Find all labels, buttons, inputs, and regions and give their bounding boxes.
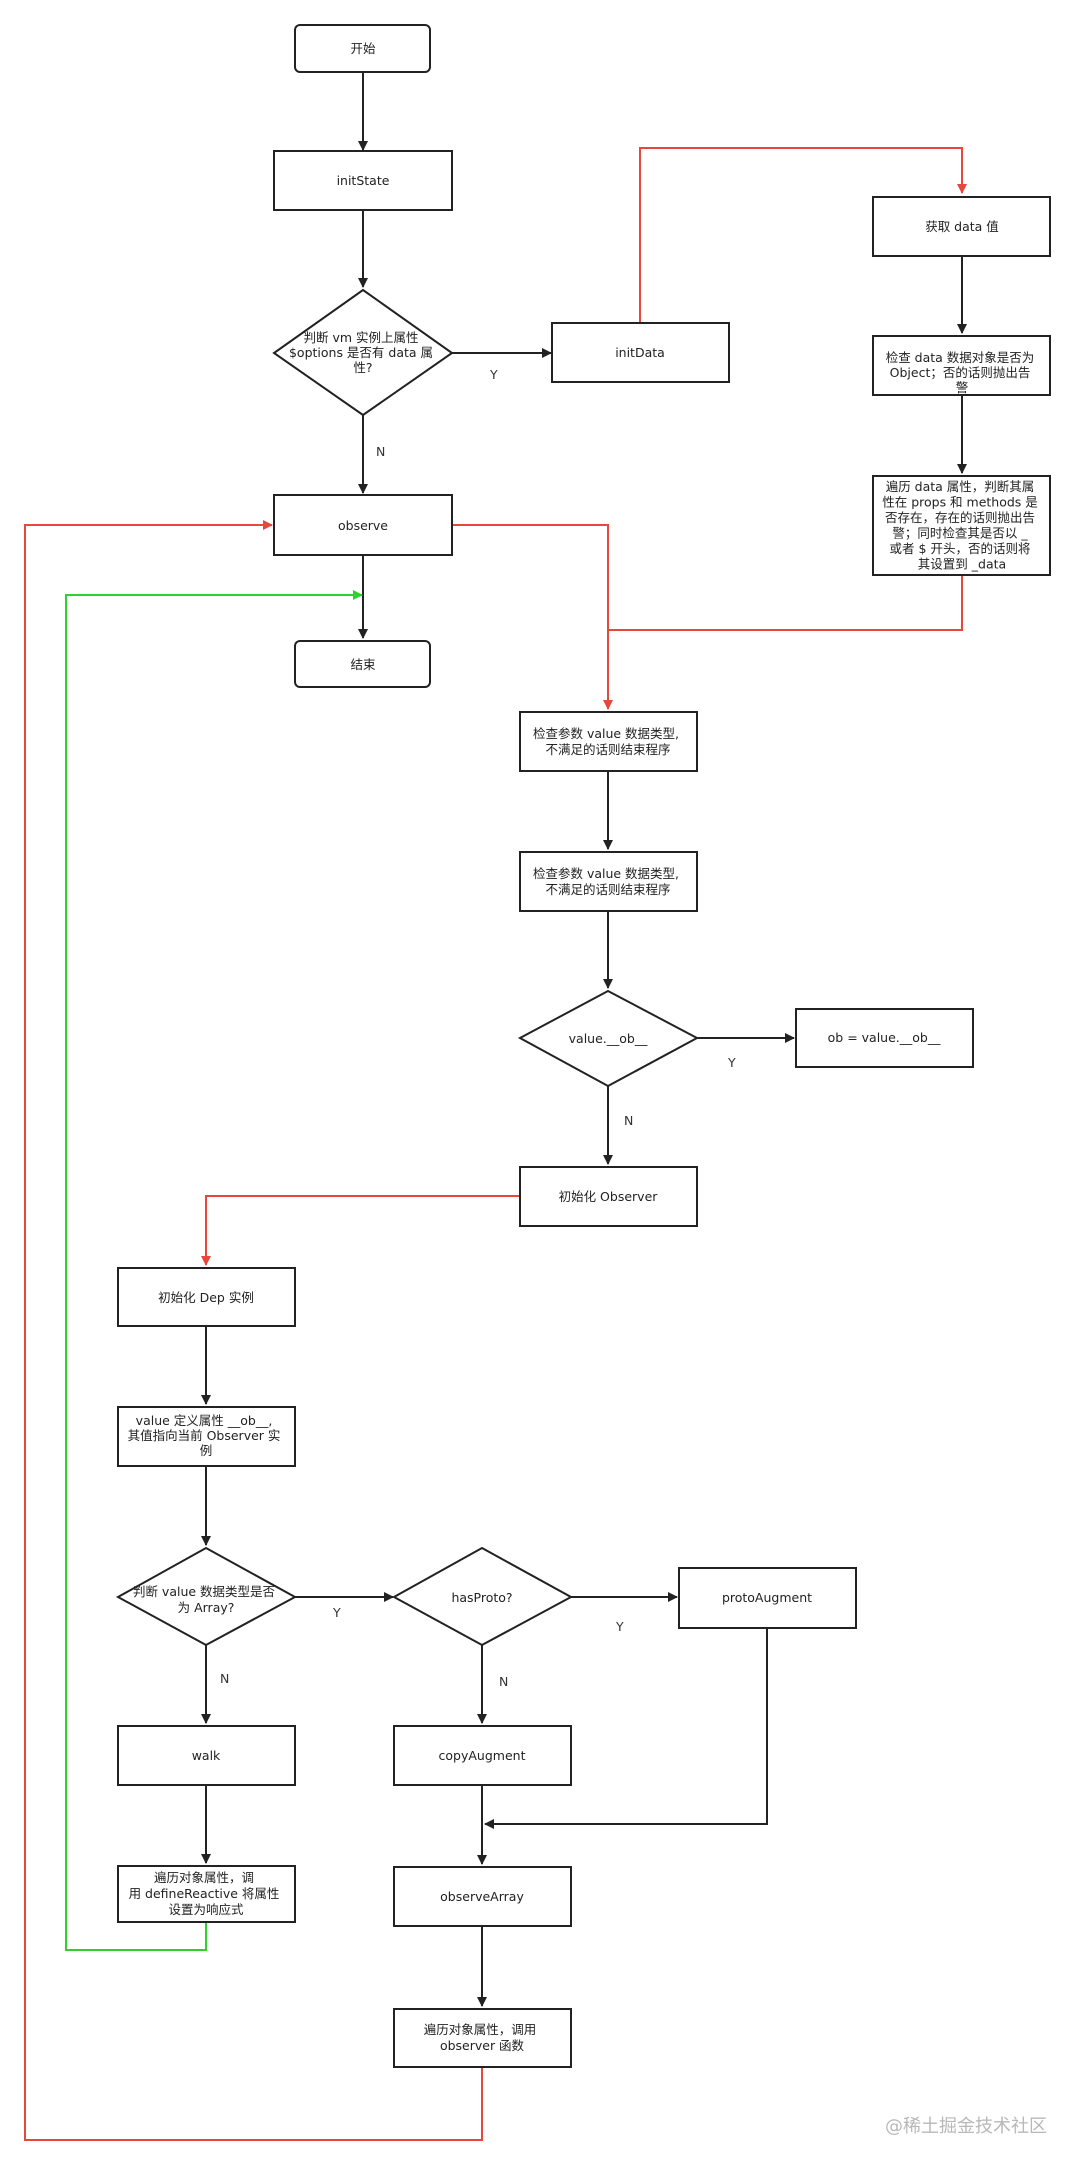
- edges: [24, 72, 967, 2141]
- observearray-label: observeArray: [440, 1889, 524, 1904]
- traverse-line-2: 性在 props 和 methods 是: [882, 495, 1038, 510]
- edge-protoaugment-observearray: [484, 1628, 768, 1829]
- checkobject-line-3: 警: [956, 380, 969, 395]
- checkparam1-line-1: 检查参数 value 数据类型,: [533, 726, 679, 741]
- hasdata-line-1: 判断 vm 实例上属性: [303, 330, 418, 345]
- node-labels: 开始 initState 判断 vm 实例上属性 $options 是否有 da…: [128, 41, 1042, 2053]
- hasob-label: value.__ob__: [569, 1031, 648, 1046]
- obassign-label: ob = value.__ob__: [828, 1030, 941, 1045]
- observearray-node: [393, 1866, 572, 1927]
- label-hasproto-yes: Y: [615, 1619, 624, 1634]
- protoaugment-node: [678, 1567, 857, 1629]
- callobserve-line-1: 遍历对象属性，调用: [424, 2022, 537, 2037]
- label-hasob-yes: Y: [727, 1055, 736, 1070]
- checkparam1-label: 检查参数 value 数据类型, 不满足的话则结束程序: [533, 726, 683, 757]
- checkparam2-line-2: 不满足的话则结束程序: [545, 882, 670, 897]
- observe-label: observe: [338, 518, 388, 533]
- getdata-label: 获取 data 值: [925, 219, 999, 234]
- hasob-decision: [517, 989, 700, 1088]
- edge-traverse-checkparam: [608, 575, 963, 631]
- checkparam2-line-1: 检查参数 value 数据类型,: [533, 866, 679, 881]
- defineob-line-3: 例: [200, 1443, 213, 1458]
- initobserver-label: 初始化 Observer: [559, 1189, 659, 1204]
- initstate-node: [273, 150, 453, 211]
- start-node: [294, 24, 431, 73]
- label-isarray-yes: Y: [332, 1605, 341, 1620]
- traversedata-node: [872, 475, 1051, 576]
- copyaugment-label: copyAugment: [439, 1748, 526, 1763]
- edge-initobserver-initdep: [201, 1195, 519, 1266]
- checkobject-line-2: Object；否的话则抛出告: [890, 365, 1031, 380]
- end-label: 结束: [350, 657, 376, 672]
- hasdata-label: 判断 vm 实例上属性 $options 是否有 data 属 性?: [289, 330, 437, 375]
- checkparam1-line-2: 不满足的话则结束程序: [545, 742, 670, 757]
- traversedata-label: 遍历 data 属性，判断其属 性在 props 和 methods 是 否存在…: [882, 479, 1042, 572]
- protoaugment-label: protoAugment: [722, 1590, 812, 1605]
- callobserve-line-2: observer 函数: [440, 2038, 525, 2053]
- checkparam2-node: [519, 851, 698, 912]
- hasproto-decision: [391, 1546, 574, 1647]
- definereactive-line-1: 遍历对象属性，调: [154, 1870, 254, 1885]
- start-label: 开始: [350, 41, 376, 56]
- hasproto-label: hasProto?: [451, 1590, 512, 1605]
- obassign-node: [795, 1008, 974, 1068]
- label-isarray-no: N: [220, 1671, 229, 1686]
- observe-node: [273, 494, 453, 556]
- traverse-line-5: 或者 $ 开头，否的话则将: [890, 541, 1031, 556]
- defineob-line-2: 其值指向当前 Observer 实: [128, 1428, 281, 1443]
- isarray-label: 判断 value 数据类型是否 为 Array?: [133, 1584, 279, 1615]
- definereactive-label: 遍历对象属性，调 用 defineReactive 将属性 设置为响应式: [129, 1870, 284, 1917]
- walk-label: walk: [192, 1748, 221, 1763]
- defineob-line-1: value 定义属性 __ob__,: [136, 1413, 273, 1428]
- defineob-node: [117, 1406, 296, 1467]
- hasdata-line-3: 性?: [353, 360, 372, 375]
- initdep-label: 初始化 Dep 实例: [158, 1290, 254, 1305]
- checkparam2-label: 检查参数 value 数据类型, 不满足的话则结束程序: [533, 866, 683, 897]
- hasdata-decision: [272, 288, 454, 417]
- isarray-line-2: 为 Array?: [178, 1600, 235, 1615]
- label-hasdata-no: N: [376, 444, 385, 459]
- traverse-line-3: 否存在，存在的话则抛出告: [885, 510, 1035, 525]
- walk-node: [117, 1725, 296, 1786]
- isarray-decision: [115, 1546, 298, 1647]
- checkparam1-node: [519, 711, 698, 772]
- traverse-line-1: 遍历 data 属性，判断其属: [886, 479, 1035, 494]
- edge-observe-checkparam: [452, 524, 613, 710]
- checkobject-node: [872, 335, 1051, 396]
- traverse-line-4: 警；同时检查其是否以 _: [892, 526, 1028, 541]
- edge-labels: Y N Y N Y N Y N: [220, 367, 736, 1689]
- copyaugment-node: [393, 1725, 572, 1786]
- checkobject-label: 检查 data 数据对象是否为 Object；否的话则抛出告 警: [886, 350, 1039, 395]
- callobserve-label: 遍历对象属性，调用 observer 函数: [424, 2022, 541, 2053]
- end-node: [294, 640, 431, 688]
- traverse-line-6: 其设置到 _data: [918, 557, 1006, 572]
- initdep-node: [117, 1267, 296, 1327]
- checkobject-line-1: 检查 data 数据对象是否为: [886, 350, 1035, 365]
- initdata-node: [551, 322, 730, 383]
- definereactive-line-2: 用 defineReactive 将属性: [129, 1886, 280, 1901]
- initdata-label: initData: [615, 345, 665, 360]
- callobserve-node: [393, 2008, 572, 2068]
- initstate-label: initState: [337, 173, 390, 188]
- isarray-line-1: 判断 value 数据类型是否: [133, 1584, 275, 1599]
- hasdata-line-2: $options 是否有 data 属: [289, 345, 433, 360]
- definereactive-line-3: 设置为响应式: [168, 1902, 244, 1917]
- watermark: @稀土掘金技术社区: [885, 2116, 1047, 2137]
- edge-definereactive-end: [65, 590, 363, 1951]
- edge-callobserve-observe: [24, 520, 483, 2141]
- getdata-node: [872, 196, 1051, 257]
- definereactive-node: [117, 1865, 296, 1923]
- initobserver-node: [519, 1166, 698, 1227]
- defineob-label: value 定义属性 __ob__, 其值指向当前 Observer 实 例: [128, 1413, 285, 1458]
- label-hasob-no: N: [624, 1113, 633, 1128]
- label-hasdata-yes: Y: [489, 367, 498, 382]
- edge-initdata-getdata: [639, 147, 967, 323]
- nodes: [115, 24, 1051, 2068]
- label-hasproto-no: N: [499, 1674, 508, 1689]
